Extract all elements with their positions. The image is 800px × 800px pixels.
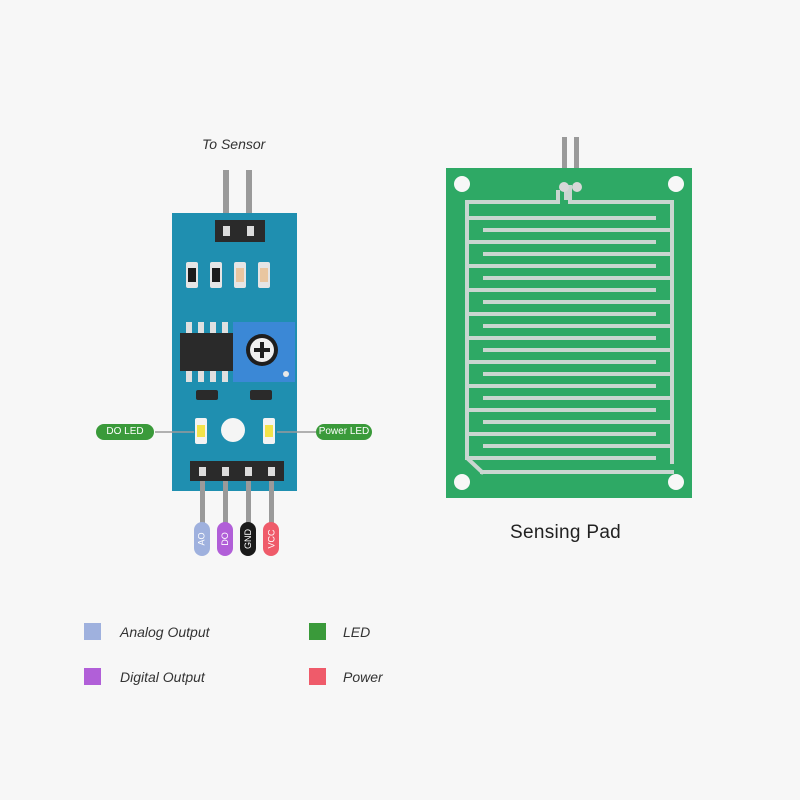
legend-label-led: LED — [343, 624, 371, 640]
sensing-pad-traces — [465, 185, 674, 475]
sensing-pad-board — [446, 168, 692, 498]
pin-label-text: AO — [196, 532, 207, 546]
potentiometer — [233, 322, 295, 382]
sensing-pad-wires — [562, 137, 579, 184]
sensor-header-wires — [223, 170, 252, 230]
to-sensor-label: To Sensor — [202, 136, 266, 152]
legend-swatch-power — [309, 668, 326, 685]
output-pin-wires — [200, 481, 274, 523]
bottom-connector — [190, 461, 284, 481]
smd-components-row — [186, 262, 270, 288]
legend-label-power: Power — [343, 669, 383, 685]
comparator-ic — [180, 322, 234, 382]
sensing-pad-label: Sensing Pad — [510, 522, 622, 543]
pin-label-text: GND — [243, 529, 253, 549]
pin-label-text: DO — [220, 532, 230, 546]
sensing-pad-holes — [454, 176, 684, 490]
do-led-label: DO LED — [96, 424, 154, 440]
legend-swatch-led — [309, 623, 326, 640]
pin-label-gnd: GND — [240, 522, 256, 556]
legend-swatch-analog — [84, 623, 101, 640]
pin-label-ao: AO — [194, 522, 210, 556]
pin-label-vcc: VCC — [263, 522, 279, 556]
pin-label-do: DO — [217, 522, 233, 556]
pin-label-text: VCC — [266, 529, 277, 549]
legend-swatch-digital — [84, 668, 101, 685]
top-connector — [215, 220, 265, 242]
legend-label-digital: Digital Output — [120, 669, 205, 685]
mounting-hole — [221, 418, 245, 442]
legend-label-analog: Analog Output — [120, 624, 210, 640]
do-led-component — [195, 418, 207, 444]
pad-solder-points — [559, 182, 582, 192]
power-led-label: Power LED — [316, 424, 372, 440]
power-led-component — [263, 418, 275, 444]
